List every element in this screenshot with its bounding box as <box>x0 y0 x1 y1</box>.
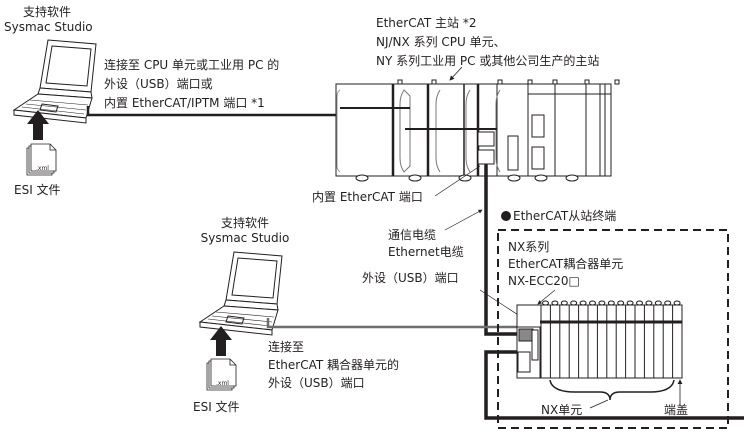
pc-bottom-title-cn: 支持软件 <box>220 216 269 230</box>
slave-heading: EtherCAT从站终端 <box>513 209 617 223</box>
file-ext-top: .xml <box>36 165 49 172</box>
coupler-line: EtherCAT耦合器单元 <box>508 257 624 271</box>
nx-unit-terminal <box>645 300 653 306</box>
esi-label-bottom: ESI 文件 <box>193 400 240 414</box>
coupler-description: NX系列 EtherCAT耦合器单元 NX-ECC20□ <box>508 239 623 290</box>
bullet-icon <box>501 211 511 221</box>
esi-label-top: ESI 文件 <box>14 183 61 197</box>
coupler-line: NX系列 <box>508 240 550 254</box>
master-line: NJ/NX 系列 CPU 单元、 <box>376 35 506 49</box>
nx-unit-terminal <box>664 300 672 306</box>
pc-top-connect-note: 连接至 CPU 单元或工业用 PC 的 外设（USB）端口或 内置 EtherC… <box>104 56 279 113</box>
coupler-pointer-arrow <box>537 289 556 305</box>
plc-master-unit <box>335 79 620 182</box>
end-cover-label: 端盖 <box>664 403 689 417</box>
nx-unit-terminal <box>589 300 596 306</box>
nx-unit-terminal <box>607 300 615 306</box>
pc-top-connect-line: 外设（USB）端口或 <box>104 77 213 91</box>
ethercat-cable <box>484 164 520 336</box>
nx-unit-terminal <box>598 300 606 306</box>
nx-unit-terminal <box>570 300 578 306</box>
pc-top-connect-line: 内置 EtherCAT/IPTM 端口 *1 <box>104 96 265 110</box>
coupler-line: NX-ECC20□ <box>508 274 580 288</box>
pc-top-connect-line: 连接至 CPU 单元或工业用 PC 的 <box>104 58 280 72</box>
nx-unit-terminal <box>551 300 559 306</box>
upload-arrow-icon-top <box>27 110 49 140</box>
nx-units-label: NX单元 <box>541 403 583 417</box>
master-pointer-arrow <box>449 66 463 81</box>
nx-unit-terminal <box>654 300 662 306</box>
nx-unit-terminal <box>617 300 625 306</box>
port-pointer-line <box>434 165 481 197</box>
cable-label: 通信电缆 Ethernet电缆 <box>388 227 464 261</box>
pc-top-title-en: Sysmac Studio <box>4 20 93 34</box>
pc-top-title: 支持软件 Sysmac Studio <box>4 5 93 35</box>
pc-top-title-cn: 支持软件 <box>22 5 71 19</box>
master-line: EtherCAT 主站 *2 <box>376 16 477 30</box>
nx-unit-terminal <box>673 300 681 306</box>
pc-bottom-connect-line: 外设（USB）端口 <box>268 376 365 390</box>
nx-units-pointer <box>589 399 609 409</box>
nx-unit-terminal <box>560 300 568 306</box>
cable-line: Ethernet电缆 <box>388 245 464 259</box>
pc-bottom-title-en: Sysmac Studio <box>200 231 290 245</box>
cable-pointer-arrow <box>444 209 483 231</box>
slave-terminal-frame <box>497 229 729 429</box>
master-line: NY 系列工业用 PC 或其他公司生产的主站 <box>376 54 600 68</box>
nx-unit-terminal <box>542 300 549 306</box>
xml-file-icon-top <box>26 143 57 176</box>
file-ext-bottom: .xml <box>216 380 229 387</box>
usb-cable-bottom <box>266 318 530 329</box>
nx-units-brace <box>549 379 675 401</box>
upload-arrow-icon-bottom <box>210 326 232 356</box>
usb-port-label: 外设（USB）端口 <box>362 271 459 285</box>
laptop-icon-top <box>12 39 97 124</box>
ethercat-cable-out <box>484 350 744 420</box>
laptop-icon-bottom <box>198 251 283 336</box>
pc-bottom-title: 支持软件 Sysmac Studio <box>195 216 295 246</box>
master-description: EtherCAT 主站 *2 NJ/NX 系列 CPU 单元、 NY 系列工业用… <box>376 14 599 71</box>
nx-unit-terminal <box>579 300 587 306</box>
pc-bottom-connect-line: EtherCAT 耦合器单元的 <box>268 358 400 372</box>
pc-bottom-connect-note: 连接至 EtherCAT 耦合器单元的 外设（USB）端口 <box>268 338 399 392</box>
nx-slave-unit <box>516 300 683 379</box>
nx-unit-terminal <box>626 300 634 306</box>
xml-file-icon-bottom <box>206 358 237 391</box>
pc-bottom-connect-line: 连接至 <box>268 340 305 354</box>
master-port-label: 内置 EtherCAT 端口 <box>312 190 423 204</box>
cable-line: 通信电缆 <box>388 228 437 242</box>
nx-unit-terminal <box>636 300 643 306</box>
